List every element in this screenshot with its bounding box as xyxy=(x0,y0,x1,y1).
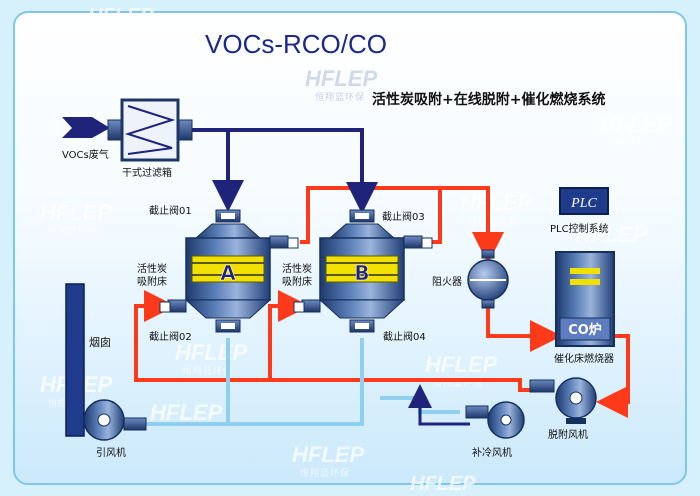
label-catalytic-burner: 催化床燃烧器 xyxy=(554,352,614,365)
co-furnace: CO炉 催化床燃烧器 xyxy=(554,251,615,365)
plc-box xyxy=(559,187,609,215)
watermark-brand: HFLEP xyxy=(88,5,154,27)
label-valve02: 截止阀02 xyxy=(149,330,192,343)
label-valve04: 截止阀04 xyxy=(383,330,426,343)
watermark-sub: 恒翔蓝环保 xyxy=(300,467,350,479)
desorption-pipes xyxy=(134,186,630,418)
label-bed-b-2: 吸附床 xyxy=(282,275,312,288)
induced-fan: 引风机 xyxy=(83,399,147,459)
navy-pipe-to-b xyxy=(190,128,378,214)
filter-zigzag-icon xyxy=(124,105,176,155)
watermark-brand: HFLEP xyxy=(40,200,112,225)
label-plc-system: PLC控制系统 xyxy=(550,222,609,235)
valve03-body xyxy=(355,213,369,219)
valve02-body xyxy=(221,323,235,329)
label-cooling-fan: 补冷风机 xyxy=(472,446,512,459)
watermark-brand: HFLEP xyxy=(305,66,377,91)
watermark-brand: HFLEP xyxy=(150,400,222,425)
cooling-fan: 补冷风机 xyxy=(465,401,525,459)
adsorber-b: B 截止阀03 活性炭 吸附床 截止阀04 xyxy=(282,209,433,343)
watermark-sub: 恒翔蓝环保 xyxy=(183,365,233,377)
label-valve03: 截止阀03 xyxy=(382,210,425,223)
chimney-body xyxy=(65,283,85,437)
label-desorb-fan: 脱附风机 xyxy=(548,428,588,441)
watermark-brand: HFLEP xyxy=(175,340,247,365)
red-pipe-top xyxy=(300,186,504,264)
cooling-pipe xyxy=(408,384,470,426)
plc-box-label: PLC xyxy=(570,196,597,211)
watermark-sub: 恒翔蓝环保 xyxy=(468,215,518,227)
vocs-inlet: VOCs废气 xyxy=(62,117,110,161)
label-bed-a-2: 吸附床 xyxy=(137,275,167,288)
red-pipe-return xyxy=(134,290,530,392)
co-furnace-label: CO炉 xyxy=(568,322,602,338)
adsorption-pipes xyxy=(180,128,378,214)
label-bed-a-1: 活性炭 xyxy=(137,262,167,275)
watermark-brand: HFLEP xyxy=(425,352,497,377)
watermark-brand: HFLEP xyxy=(460,190,532,215)
diagram-subtitle: 活性炭吸附+在线脱附+催化燃烧系统 xyxy=(372,91,605,108)
label-dry-filter: 干式过滤箱 xyxy=(122,166,172,179)
watermark-brand: HFLEP xyxy=(575,222,647,247)
valve04-body xyxy=(355,323,369,329)
watermark-sub: 恒翔蓝环保 xyxy=(315,91,365,103)
sky-pipe-a xyxy=(140,338,230,426)
filter-box xyxy=(120,98,180,162)
label-chimney: 烟囱 xyxy=(89,335,111,349)
label-induced-fan: 引风机 xyxy=(96,446,126,459)
label-bed-b-1: 活性炭 xyxy=(282,262,312,275)
label-valve01: 截止阀01 xyxy=(149,204,192,217)
chimney: 烟囱 xyxy=(65,283,111,437)
red-pipe-return-b xyxy=(268,290,310,380)
plc-controller: PLC PLC控制系统 xyxy=(550,187,609,235)
inlet-arrow-icon xyxy=(62,117,110,138)
sky-pipe-b xyxy=(228,338,364,426)
watermark-brand: HFLEP xyxy=(410,473,476,495)
desorption-fan: 脱附风机 xyxy=(529,377,597,441)
bed-a-letter: A xyxy=(220,261,236,285)
flame-arrester: 阻火器 xyxy=(432,249,509,309)
red-pipe-co-fan xyxy=(596,334,630,418)
adsorber-a: A 截止阀01 活性炭 吸附床 截止阀02 xyxy=(137,204,299,343)
label-vocs-gas: VOCs废气 xyxy=(62,148,109,161)
watermark-brand: HFLEP xyxy=(292,442,364,467)
dry-filter: 干式过滤箱 xyxy=(107,98,193,179)
valve01-body xyxy=(221,213,235,219)
watermark-sub: 恒翔蓝环保 xyxy=(606,137,656,149)
watermark-sub: 恒翔蓝环保 xyxy=(48,225,98,237)
red-pipe-arrester-co xyxy=(486,304,562,352)
diagram-title: VOCs-RCO/CO xyxy=(205,29,387,59)
label-flame-arrester: 阻火器 xyxy=(432,276,462,288)
watermark-brand: HFLEP xyxy=(600,112,672,137)
bed-b-letter: B xyxy=(354,261,369,285)
cooling-pipe-arrow xyxy=(408,384,470,426)
